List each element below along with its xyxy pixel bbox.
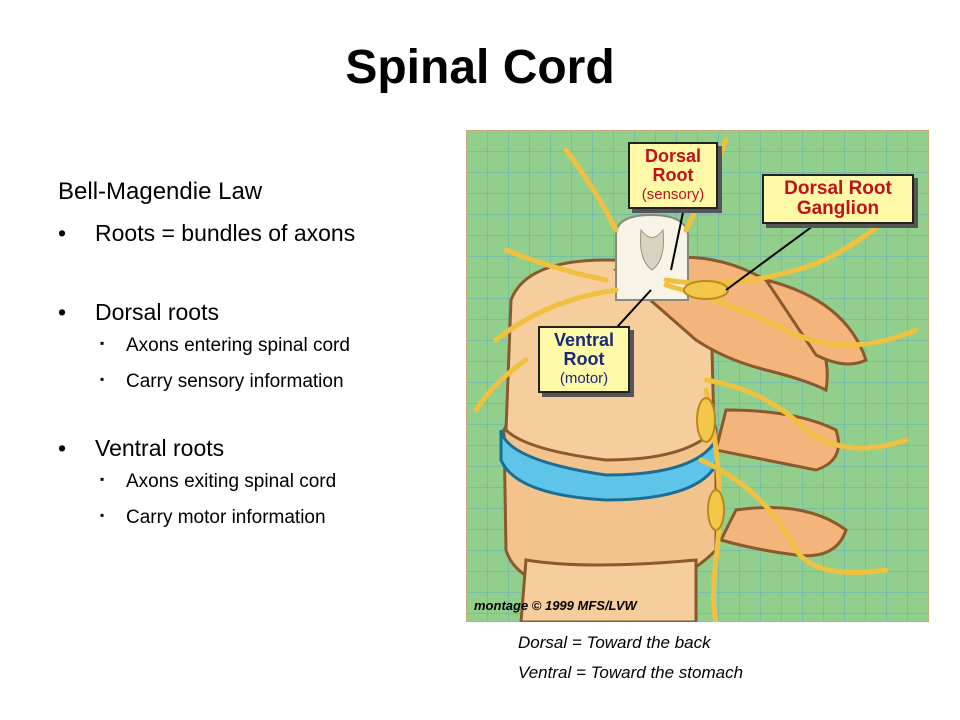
image-credit: montage © 1999 MFS/LVW [474,598,637,613]
bullet-ventral-roots: Ventral roots [58,435,458,462]
spinal-cord-illustration: Dorsal Root (sensory) Dorsal Root Gangli… [465,129,930,625]
definitions-caption: Dorsal = Toward the back Ventral = Towar… [518,628,743,688]
callout-dorsal-root: Dorsal Root (sensory) [628,142,718,209]
sub-dorsal-sensory: Carry sensory information [58,371,458,393]
sub-ventral-motor: Carry motor information [58,507,458,529]
callout-ganglion: Dorsal Root Ganglion [762,174,914,224]
sub-dorsal-entering: Axons entering spinal cord [58,335,458,357]
slide-content: Bell-Magendie Law Roots = bundles of axo… [58,178,458,529]
caption-ventral: Ventral = Toward the stomach [518,663,744,682]
bullet-roots: Roots = bundles of axons [58,220,458,247]
callout-ganglion-line2: Ganglion [796,198,880,219]
callout-dorsal-root-sub: (sensory) [641,186,705,203]
sub-ventral-exiting: Axons exiting spinal cord [58,471,458,493]
callout-ventral-root-label: Ventral Root [553,330,615,369]
callout-dorsal-root-label: Dorsal Root [644,146,702,185]
callout-ganglion-line1: Dorsal Root [784,178,892,199]
slide-title: Spinal Cord [345,41,615,94]
bullet-dorsal-roots: Dorsal roots [58,299,458,326]
callout-ventral-root-sub: (motor) [559,370,609,387]
callout-ventral-root: Ventral Root (motor) [538,326,630,393]
caption-dorsal: Dorsal = Toward the back [518,633,711,652]
law-heading: Bell-Magendie Law [58,178,263,205]
